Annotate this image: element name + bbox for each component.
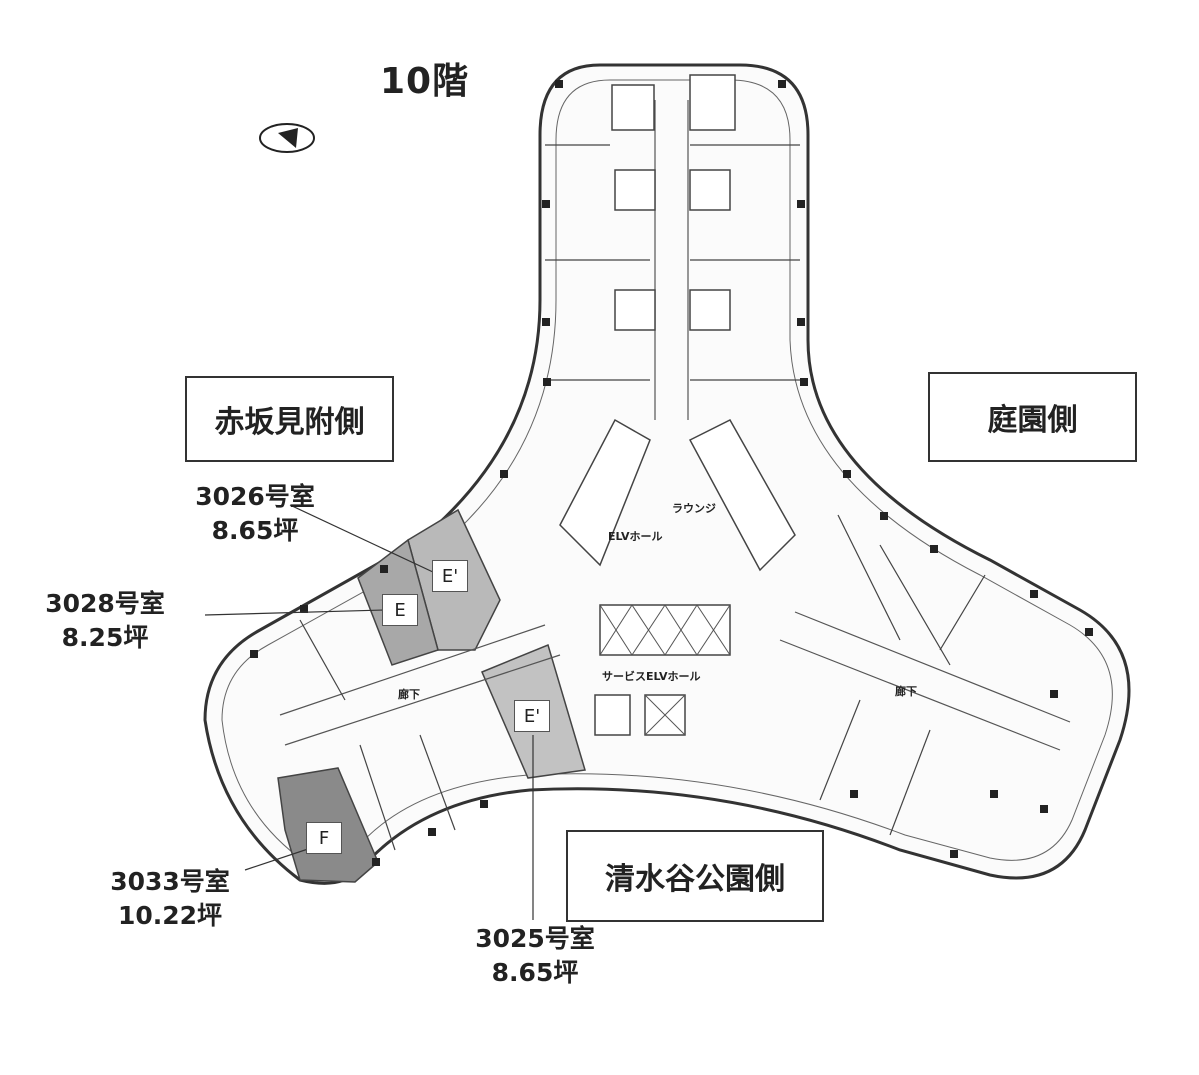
building-outline xyxy=(203,63,1131,885)
elevator-crosses xyxy=(599,604,731,736)
room-number: 3025号室 xyxy=(475,924,595,953)
room-area: 8.65坪 xyxy=(211,516,299,545)
room-label-3025: 3025号室 8.65坪 xyxy=(455,922,615,990)
unit-tag-3025[interactable]: E' xyxy=(514,700,550,732)
label-lounge: ラウンジ xyxy=(672,502,716,515)
core-blocks xyxy=(559,74,796,736)
side-label-garden: 庭園側 xyxy=(928,372,1137,462)
leader-lines xyxy=(204,504,534,920)
room-number: 3026号室 xyxy=(195,482,315,511)
side-label-akasaka: 赤坂見附側 xyxy=(185,376,394,462)
label-corridor-west: 廊下 xyxy=(398,688,420,701)
room-number: 3033号室 xyxy=(110,867,230,896)
room-area: 10.22坪 xyxy=(117,901,223,930)
label-service-elv-hall: サービスELVホール xyxy=(602,670,701,683)
unit-tag-3026[interactable]: E' xyxy=(432,560,468,592)
columns xyxy=(250,80,1093,866)
compass-icon xyxy=(259,123,315,153)
unit-tag-3033[interactable]: F xyxy=(306,822,342,854)
floor-title: 10階 xyxy=(380,61,470,102)
label-elv-hall: ELVホール xyxy=(608,530,663,543)
unit-tag-3028[interactable]: E xyxy=(382,594,418,626)
label-corridor-east: 廊下 xyxy=(895,685,917,698)
partition-lines xyxy=(299,144,986,851)
corridor-lines xyxy=(279,100,1071,751)
room-label-3026: 3026号室 8.65坪 xyxy=(180,480,330,548)
room-number: 3028号室 xyxy=(45,589,165,618)
room-area: 8.25坪 xyxy=(61,623,149,652)
room-label-3033: 3033号室 10.22坪 xyxy=(90,865,250,933)
room-label-3028: 3028号室 8.25坪 xyxy=(30,587,180,655)
side-label-shimizudani: 清水谷公園側 xyxy=(566,830,824,922)
room-area: 8.65坪 xyxy=(491,958,579,987)
